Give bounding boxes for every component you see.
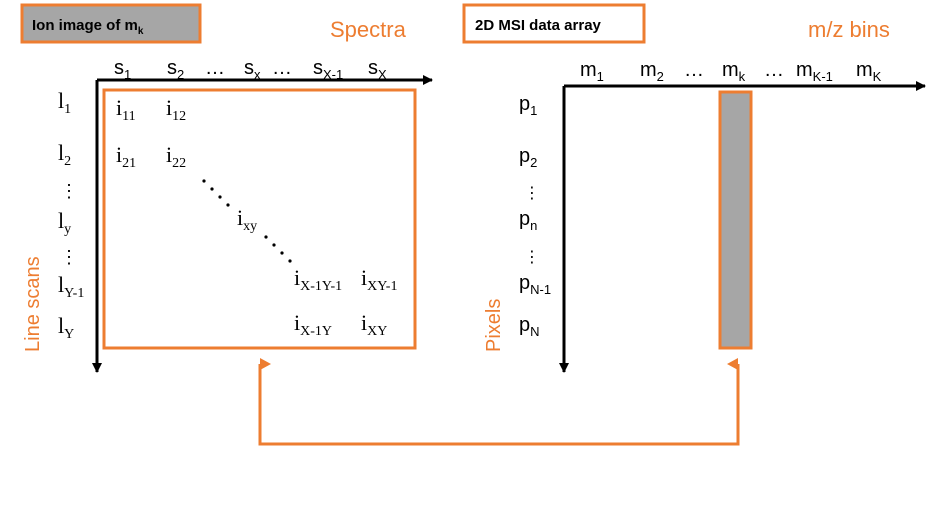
cell-iXY-1: iXY-1 xyxy=(361,265,397,294)
left-data-box xyxy=(102,88,417,350)
right-panel: 2D MSI data array m/z bins m1 m2 … mk … … xyxy=(462,3,926,373)
spectra-label: Spectra xyxy=(330,17,407,42)
col-header-ellipsis-3: … xyxy=(684,59,704,81)
col-header-sx: sx xyxy=(244,57,261,82)
row-header-vdots-4: ⋮ xyxy=(524,249,540,266)
diag-dot xyxy=(272,243,276,247)
cell-iXY: iXY xyxy=(361,310,387,339)
line-scans-label: Line scans xyxy=(22,256,44,352)
cell-i12: i12 xyxy=(166,95,186,124)
col-header-sX: sX xyxy=(368,57,387,82)
col-header-ellipsis-4: … xyxy=(764,59,784,81)
row-header-vdots-2: ⋮ xyxy=(60,247,78,267)
pixels-label: Pixels xyxy=(483,299,505,352)
mz-headers: m1 m2 … mk … mK-1 mK xyxy=(580,59,882,84)
col-header-sx-1: sX-1 xyxy=(313,57,343,82)
col-header-mK: mK xyxy=(856,59,882,84)
row-header-lY-1: lY-1 xyxy=(58,272,84,301)
diagonal-dots xyxy=(202,179,292,263)
col-header-s1: s1 xyxy=(114,57,131,82)
col-header-ellipsis-2: … xyxy=(272,57,292,79)
col-header-mk: mk xyxy=(722,59,746,84)
msi-array-title: 2D MSI data array xyxy=(475,17,602,34)
row-header-vdots-3: ⋮ xyxy=(524,185,540,202)
cell-iX-1Y: iX-1Y xyxy=(294,310,332,339)
row-header-l2: l2 xyxy=(58,140,71,169)
diag-dot xyxy=(210,187,214,191)
cell-i21: i21 xyxy=(116,142,136,171)
connector-arrow xyxy=(258,358,740,446)
pixel-headers: p1 p2 ⋮ pn ⋮ pN-1 pN xyxy=(519,93,551,339)
diag-dot xyxy=(226,203,230,207)
ion-image-box xyxy=(20,3,202,44)
diag-dot xyxy=(264,235,268,239)
diag-dot xyxy=(218,195,222,199)
row-header-p1: p1 xyxy=(519,93,537,118)
row-header-pN-1: pN-1 xyxy=(519,272,551,297)
cell-i11: i11 xyxy=(116,95,136,124)
intensity-cells: i11 i12 i21 i22 ixy iX-1Y-1 iXY-1 iX-1Y … xyxy=(116,95,397,339)
col-header-m1: m1 xyxy=(580,59,604,84)
row-header-lY: lY xyxy=(58,313,74,342)
row-header-p2: p2 xyxy=(519,145,537,170)
mk-column-highlight xyxy=(718,90,753,350)
cell-iX-1Y-1: iX-1Y-1 xyxy=(294,265,342,294)
cell-i22: i22 xyxy=(166,142,186,171)
row-header-pN: pN xyxy=(519,314,540,339)
col-header-mK-1: mK-1 xyxy=(796,59,833,84)
left-panel: Ion image of mk Spectra s1 s2 … sx … sX-… xyxy=(20,3,433,373)
row-header-l1: l1 xyxy=(58,88,71,117)
line-scan-headers: l1 l2 ⋮ ly ⋮ lY-1 lY xyxy=(58,88,84,342)
col-header-ellipsis-1: … xyxy=(205,57,225,79)
col-header-s2: s2 xyxy=(167,57,184,82)
reshape-connector xyxy=(258,358,740,446)
row-header-ly: ly xyxy=(58,208,71,237)
row-header-vdots-1: ⋮ xyxy=(60,181,78,201)
row-header-pn: pn xyxy=(519,208,537,233)
diag-dot xyxy=(288,259,292,263)
msi-array-box xyxy=(462,3,646,44)
cell-ixy: ixy xyxy=(237,205,257,234)
ion-image-title: Ion image of mk xyxy=(32,17,144,37)
diag-dot xyxy=(202,179,206,183)
col-header-m2: m2 xyxy=(640,59,664,84)
spectra-headers: s1 s2 … sx … sX-1 sX xyxy=(114,57,387,82)
diag-dot xyxy=(280,251,284,255)
mz-bins-label: m/z bins xyxy=(808,17,890,42)
